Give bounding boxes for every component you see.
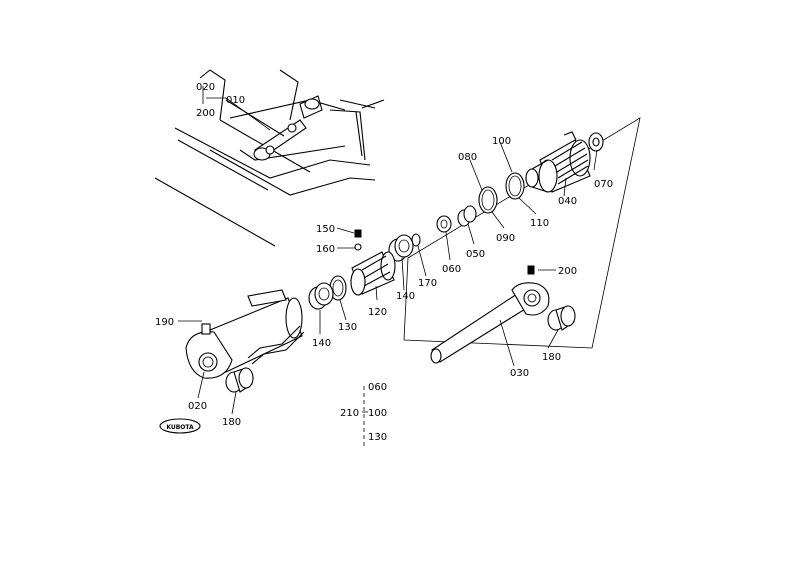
- callout-080: 080: [458, 152, 477, 163]
- ring-090: [478, 186, 498, 214]
- kubota-logo: KUBOTA: [159, 418, 201, 434]
- callout-040: 040: [558, 196, 577, 207]
- callout-070: 070: [594, 179, 613, 190]
- bushing-050: [457, 205, 477, 227]
- callout-120: 120: [368, 307, 387, 318]
- callout-050: 050: [466, 249, 485, 260]
- callout-010: 010: [226, 95, 245, 106]
- cylinder-body-020: [185, 289, 305, 379]
- callout-100-top: 100: [492, 136, 511, 147]
- callout-110: 110: [530, 218, 549, 229]
- callout-160: 160: [316, 244, 335, 255]
- exploded-view-border: [403, 117, 641, 349]
- seal-070: [588, 132, 604, 152]
- callout-060: 060: [442, 264, 461, 275]
- callout-130-set: 130: [368, 432, 387, 443]
- nut-060: [436, 215, 452, 233]
- ball-160: [354, 243, 362, 251]
- piston-rod-030: [430, 265, 550, 364]
- spring-120: [350, 251, 396, 296]
- grease-fitting-150: [354, 229, 362, 238]
- callout-200-top: 200: [196, 108, 215, 119]
- callout-180-right: 180: [542, 352, 561, 363]
- callout-150: 150: [316, 224, 335, 235]
- callout-170: 170: [418, 278, 437, 289]
- callout-200-right: 200: [558, 266, 577, 277]
- callout-180-left: 180: [222, 417, 241, 428]
- bushing-140-lower: [308, 282, 334, 310]
- bushing-180-left: [225, 367, 254, 393]
- callout-140-upper: 140: [396, 291, 415, 302]
- kubota-logo-text: KUBOTA: [166, 424, 194, 431]
- rod-end-040: [525, 131, 591, 193]
- ring-110: [505, 172, 525, 200]
- callout-100-set: 100: [368, 408, 387, 419]
- callout-130: 130: [338, 322, 357, 333]
- callout-190: 190: [155, 317, 174, 328]
- callout-060-set: 060: [368, 382, 387, 393]
- callout-140-lower: 140: [312, 338, 331, 349]
- leader-lines: [178, 86, 598, 448]
- callout-020-top: 020: [196, 82, 215, 93]
- bushing-180-right: [547, 305, 576, 331]
- callout-020-bottom: 020: [188, 401, 207, 412]
- tractor-frame-inset: [154, 69, 385, 247]
- callout-labels: 020 200 010 100 080 070 040 110 090 050 …: [155, 82, 613, 443]
- callout-090: 090: [496, 233, 515, 244]
- bushing-140-upper: [388, 234, 414, 262]
- callout-030: 030: [510, 368, 529, 379]
- callout-210: 210: [340, 408, 359, 419]
